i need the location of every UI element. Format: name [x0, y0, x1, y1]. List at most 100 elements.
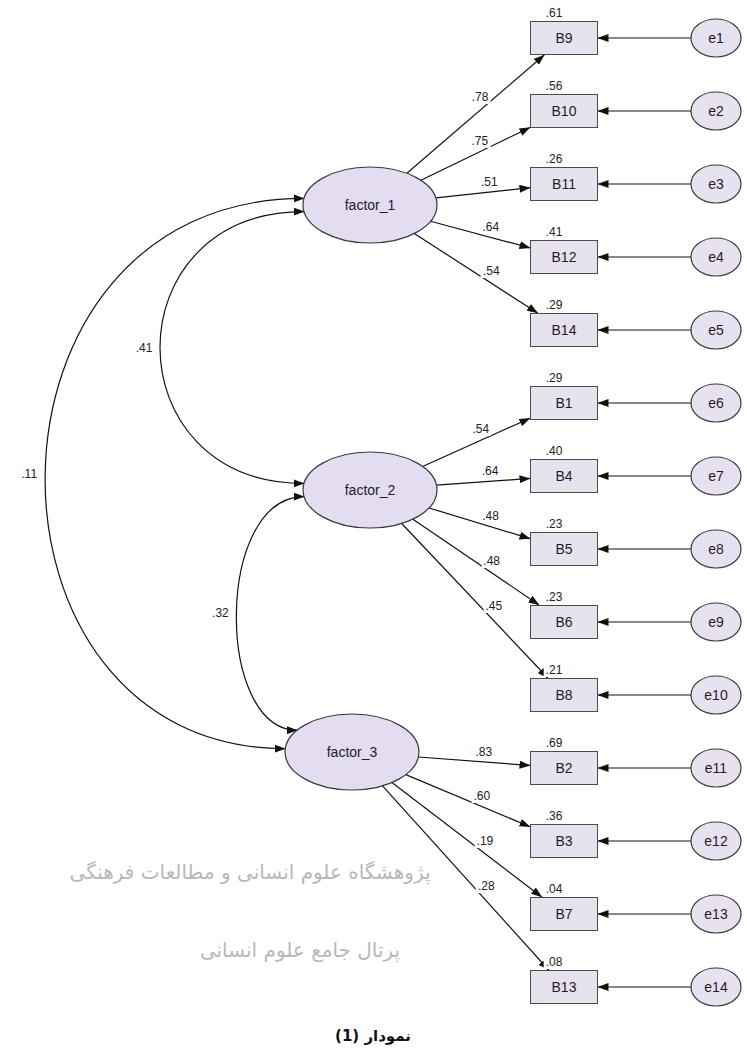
- watermark-text: پژوهشگاه علوم انسانی و مطالعات فرهنگی: [69, 860, 430, 884]
- node-label: B8: [555, 687, 572, 703]
- error-arrow: [598, 621, 691, 622]
- error-term: e6: [690, 383, 742, 423]
- r-squared-value: .41: [544, 225, 565, 239]
- factor-loading-arrow: [406, 775, 530, 827]
- r-squared-value: .23: [544, 517, 565, 531]
- error-term: e7: [690, 456, 742, 496]
- loading-value: .48: [481, 554, 502, 568]
- node-label: B9: [555, 30, 572, 46]
- r-squared-value: .36: [544, 809, 565, 823]
- node-label: B13: [552, 979, 577, 995]
- error-term: e2: [690, 91, 742, 131]
- figure-caption: نمودار (1): [335, 1027, 411, 1045]
- node-label: e13: [704, 906, 727, 922]
- node-label: e11: [705, 760, 727, 776]
- covariance-value: .11: [19, 467, 39, 481]
- node-label: factor_2: [345, 482, 396, 498]
- error-arrow: [598, 329, 691, 330]
- observed-variable: B14: [530, 313, 598, 347]
- node-label: factor_1: [345, 197, 396, 213]
- error-term: e10: [690, 675, 742, 715]
- factor-loading-arrow: [436, 478, 530, 485]
- factor-loading-arrow: [407, 55, 544, 173]
- r-squared-value: .29: [544, 371, 565, 385]
- loading-value: .48: [480, 509, 501, 523]
- error-term: e1: [690, 18, 742, 58]
- node-label: e9: [708, 614, 724, 630]
- observed-variable: B6: [530, 605, 598, 639]
- error-term: e11: [690, 748, 742, 788]
- node-label: e4: [708, 249, 724, 265]
- node-label: e12: [704, 833, 727, 849]
- error-arrow: [598, 913, 691, 914]
- error-arrow: [598, 840, 691, 841]
- node-label: B3: [555, 833, 572, 849]
- observed-variable: B11: [530, 167, 598, 201]
- node-label: e14: [704, 979, 727, 995]
- observed-variable: B8: [530, 678, 598, 712]
- r-squared-value: .40: [544, 444, 565, 458]
- factor-loading-arrow: [402, 523, 548, 678]
- loading-value: .64: [480, 220, 501, 234]
- error-arrow: [598, 37, 691, 38]
- error-arrow: [598, 402, 691, 403]
- factor-loading-arrow: [436, 188, 530, 198]
- covariance-value: .32: [210, 606, 231, 620]
- node-label: B14: [552, 322, 577, 338]
- r-squared-value: .69: [544, 736, 565, 750]
- error-term: e5: [690, 310, 742, 350]
- observed-variable: B13: [530, 970, 598, 1004]
- error-arrow: [598, 475, 691, 476]
- error-term: e3: [690, 164, 742, 204]
- latent-factor: factor_3: [284, 713, 420, 791]
- factor-loading-arrow: [423, 418, 530, 466]
- observed-variable: B1: [530, 386, 598, 420]
- observed-variable: B7: [530, 897, 598, 931]
- r-squared-value: .26: [544, 152, 565, 166]
- node-label: e6: [708, 395, 724, 411]
- covariance-arc: [45, 198, 304, 748]
- latent-factor: factor_2: [302, 451, 438, 529]
- latent-factor: factor_1: [302, 166, 438, 244]
- node-label: e7: [708, 468, 724, 484]
- loading-value: .78: [470, 90, 491, 104]
- error-term: e13: [690, 894, 742, 934]
- r-squared-value: .23: [544, 590, 565, 604]
- observed-variable: B4: [530, 459, 598, 493]
- node-label: B4: [555, 468, 572, 484]
- factor-loading-arrow: [421, 127, 530, 180]
- r-squared-value: .61: [544, 6, 565, 20]
- node-label: e3: [708, 176, 724, 192]
- error-arrow: [598, 183, 691, 184]
- factor-loading-arrow: [414, 234, 537, 313]
- covariance-arc: [236, 497, 304, 731]
- node-label: B5: [555, 541, 572, 557]
- loading-value: .83: [474, 745, 495, 759]
- node-label: B1: [555, 395, 572, 411]
- error-term: e4: [690, 237, 742, 277]
- covariance-arc: [160, 212, 304, 484]
- node-label: B11: [552, 176, 576, 192]
- r-squared-value: .21: [544, 663, 565, 677]
- loading-value: .54: [470, 422, 491, 436]
- node-label: e2: [708, 103, 724, 119]
- node-label: e1: [708, 30, 724, 46]
- node-label: B2: [555, 760, 572, 776]
- error-arrow: [598, 767, 691, 768]
- observed-variable: B2: [530, 751, 598, 785]
- r-squared-value: .08: [544, 955, 565, 969]
- observed-variable: B9: [530, 21, 598, 55]
- r-squared-value: .04: [544, 882, 565, 896]
- loading-value: .45: [483, 599, 504, 613]
- loading-value: .60: [471, 789, 492, 803]
- error-arrow: [598, 986, 691, 987]
- error-term: e12: [690, 821, 742, 861]
- error-term: e9: [690, 602, 742, 642]
- node-label: e10: [704, 687, 727, 703]
- error-arrow: [598, 256, 691, 257]
- error-arrow: [598, 110, 691, 111]
- loading-value: .64: [480, 464, 501, 478]
